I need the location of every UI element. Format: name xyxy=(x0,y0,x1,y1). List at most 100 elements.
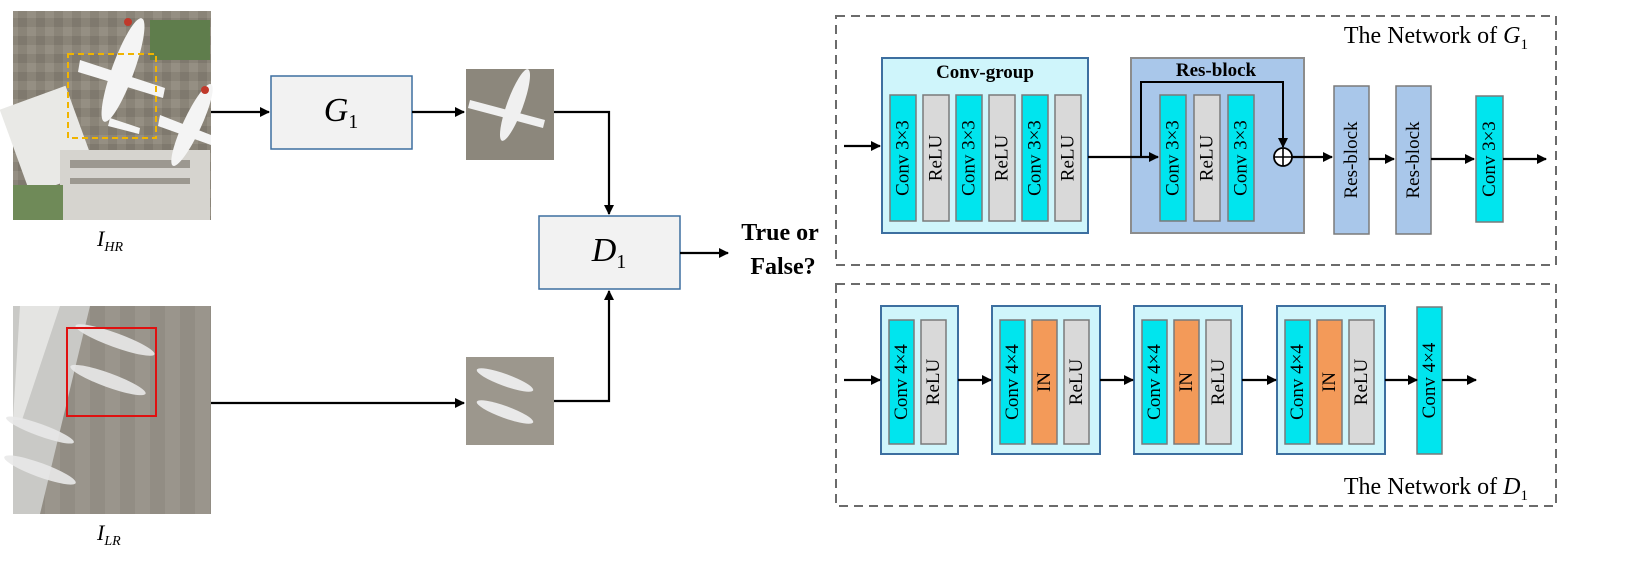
layer-conv-4-4: Conv 4×4 xyxy=(888,319,915,445)
generator-label: G1 xyxy=(324,92,359,133)
layer-label: Conv 3×3 xyxy=(1231,120,1252,196)
layer-label: Conv 3×3 xyxy=(1479,121,1500,197)
layer-relu: ReLU xyxy=(1054,94,1082,222)
d-network-title: The Network of D1 xyxy=(1344,474,1528,504)
layer-relu: ReLU xyxy=(988,94,1016,222)
layer-block xyxy=(1475,95,1504,223)
layer-block xyxy=(1333,85,1370,235)
discriminator-box: D1 xyxy=(538,215,681,290)
layer-res-block: Res-block xyxy=(1333,85,1370,235)
layer-block xyxy=(1054,94,1082,222)
layer-relu: ReLU xyxy=(922,94,950,222)
layer-block xyxy=(999,319,1026,445)
layer-label: IN xyxy=(1319,372,1340,392)
layer-conv-4-4: Conv 4×4 xyxy=(1141,319,1168,445)
layer-block xyxy=(1173,319,1200,445)
main-flow-arrows xyxy=(211,107,729,408)
layer-label: Conv 3×3 xyxy=(1025,120,1046,196)
layer-block xyxy=(889,94,917,222)
layer-res-block: Res-block xyxy=(1395,85,1432,235)
layer-label: IN xyxy=(1034,372,1055,392)
layer-label: Conv 4×4 xyxy=(1002,344,1023,420)
layer-relu: ReLU xyxy=(1063,319,1090,445)
layer-conv-4-4: Conv 4×4 xyxy=(1284,319,1311,445)
conv-group-title: Conv-group xyxy=(936,62,1034,83)
layer-block xyxy=(1031,319,1058,445)
airplane-icon xyxy=(78,18,165,134)
layer-block xyxy=(1021,94,1049,222)
res-block-title: Res-block xyxy=(1176,60,1257,81)
layer-in: IN xyxy=(1031,319,1058,445)
layer-label: IN xyxy=(1176,372,1197,392)
layer-label: Conv 4×4 xyxy=(1144,344,1165,420)
layer-block xyxy=(1316,319,1343,445)
sum-node xyxy=(1273,147,1293,167)
lr-crop-box xyxy=(66,327,157,417)
output-label-line2: False? xyxy=(750,254,815,280)
layer-in: IN xyxy=(1316,319,1343,445)
layer-label: Conv 4×4 xyxy=(1287,344,1308,420)
layer-block xyxy=(955,94,983,222)
layer-block xyxy=(922,94,950,222)
layer-label: ReLU xyxy=(992,135,1013,182)
layer-block xyxy=(1227,94,1255,222)
d-network-panel xyxy=(835,283,1557,507)
g-network-arrows xyxy=(844,141,1547,164)
hr-crop-box xyxy=(67,53,157,139)
layer-label: Res-block xyxy=(1341,121,1362,199)
layer-conv-3-3: Conv 3×3 xyxy=(1475,95,1504,223)
g-network-title: The Network of G1 xyxy=(1344,23,1528,53)
sr-crop-image xyxy=(466,69,554,160)
layer-in: IN xyxy=(1173,319,1200,445)
g-tail-layers: Res-block Res-block Conv 3×3 xyxy=(1333,85,1504,235)
airplane-icon xyxy=(158,84,213,166)
layer-label: ReLU xyxy=(923,359,944,406)
layer-conv-3-3: Conv 3×3 xyxy=(1227,94,1255,222)
layer-relu: ReLU xyxy=(920,319,947,445)
hr-image xyxy=(0,11,213,220)
layer-block xyxy=(1063,319,1090,445)
layer-conv-3-3: Conv 3×3 xyxy=(1159,94,1187,222)
layer-label: ReLU xyxy=(1058,135,1079,182)
layer-label: Conv 4×4 xyxy=(1419,342,1440,418)
layer-block xyxy=(1348,319,1375,445)
layer-label: ReLU xyxy=(926,135,947,182)
layer-conv-4-4: Conv 4×4 xyxy=(999,319,1026,445)
discriminator-label: D1 xyxy=(591,232,627,273)
layer-block xyxy=(1395,85,1432,235)
res-block-layers: Conv 3×3 ReLU Conv 3×3 xyxy=(1159,94,1255,222)
generator-box: G1 xyxy=(270,75,413,150)
d-network-groups: Conv 4×4 ReLU Conv 4×4 IN ReLU Conv 4×4 IN ReLU… xyxy=(880,305,1443,455)
layer-block xyxy=(1193,94,1221,222)
layer-label: ReLU xyxy=(1208,359,1229,406)
layer-block xyxy=(888,319,915,445)
layer-label: Conv 3×3 xyxy=(959,120,980,196)
layer-label: ReLU xyxy=(1351,359,1372,406)
layer-conv-4-4: Conv 4×4 xyxy=(1416,306,1443,455)
layer-block xyxy=(1141,319,1168,445)
layer-relu: ReLU xyxy=(1348,319,1375,445)
layer-label: Res-block xyxy=(1403,121,1424,199)
hr-crop-image xyxy=(466,357,554,445)
lr-label: ILR xyxy=(96,520,121,549)
lr-image xyxy=(4,306,211,514)
skip-connection xyxy=(1140,81,1288,156)
conv-group-layers: Conv 3×3 ReLU Conv 3×3 ReLU Conv 3×3 ReLU xyxy=(889,94,1082,222)
layer-conv-3-3: Conv 3×3 xyxy=(889,94,917,222)
layer-conv-3-3: Conv 3×3 xyxy=(955,94,983,222)
layer-block xyxy=(1205,319,1232,445)
layer-block xyxy=(920,319,947,445)
layer-label: Conv 4×4 xyxy=(891,344,912,420)
layer-label: Conv 3×3 xyxy=(893,120,914,196)
layer-label: ReLU xyxy=(1066,359,1087,406)
layer-label: Conv 3×3 xyxy=(1163,120,1184,196)
g-network-panel xyxy=(835,15,1557,266)
hr-label: IHR xyxy=(96,226,123,255)
layer-label: ReLU xyxy=(1197,135,1218,182)
layer-block xyxy=(1284,319,1311,445)
layer-block xyxy=(988,94,1016,222)
output-label-line1: True or xyxy=(741,220,819,246)
layer-block xyxy=(1159,94,1187,222)
layer-conv-3-3: Conv 3×3 xyxy=(1021,94,1049,222)
